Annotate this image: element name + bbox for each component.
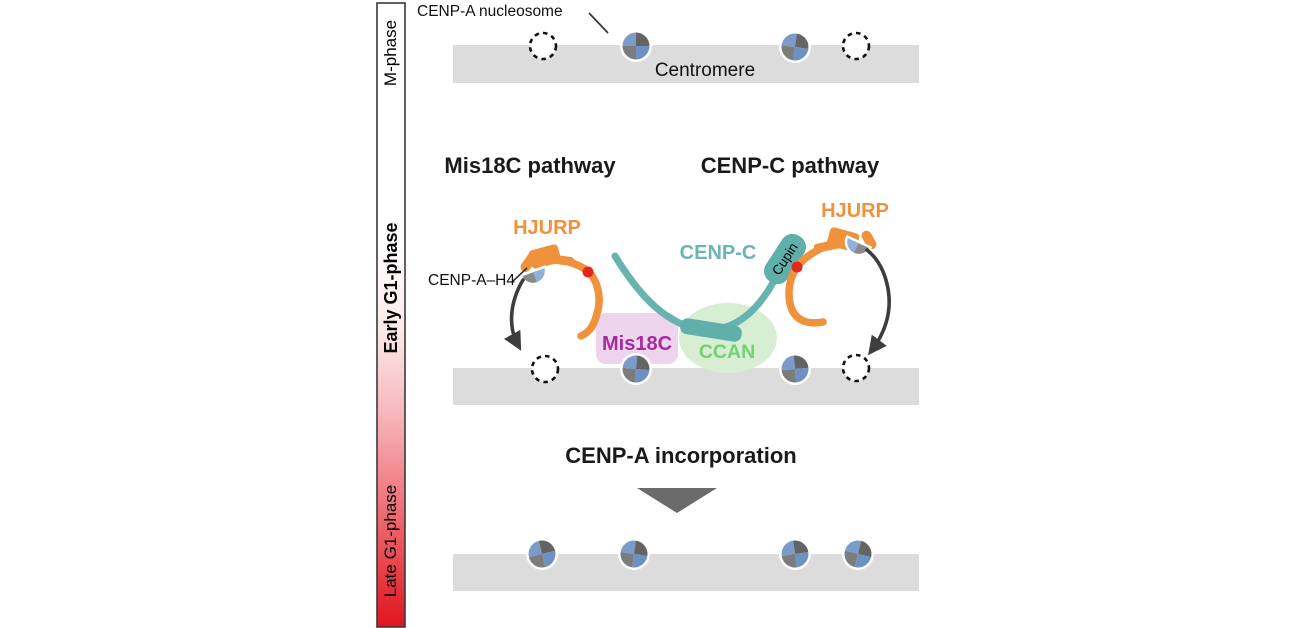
hjurp-tail-left: [547, 254, 603, 340]
cell-cycle-phase-bar: M-phase Early G1-phase Late G1-phase: [376, 2, 406, 628]
m-phase-row: CENP-A nucleosome Centromere: [417, 3, 919, 83]
hjurp-label-left: HJURP: [513, 217, 581, 239]
mis18c-complex-box: [596, 313, 678, 364]
red-interaction-dot-right: [791, 261, 803, 273]
centromere-label: Centromere: [655, 60, 755, 81]
deposition-arrow-right: [865, 248, 891, 356]
cenpa-nucleosome-callout-label: CENP-A nucleosome: [417, 3, 563, 20]
hjurp-tail-right: [785, 238, 839, 327]
cenpc-ccan-binding-motif: [680, 318, 742, 342]
cenpc-label: CENP-C: [680, 242, 757, 264]
red-interaction-dot-left: [582, 266, 594, 278]
empty-slot: [841, 353, 871, 383]
down-triangle-arrow: [637, 488, 717, 513]
phase-gradient-bar: [376, 2, 406, 628]
late-g1-row: [453, 534, 919, 591]
mis18c-pathway-title: Mis18C pathway: [444, 153, 616, 178]
phase-label-m-phase: M-phase: [381, 20, 400, 86]
phase-label-early-g1: Early G1-phase: [381, 222, 401, 353]
empty-slot: [841, 31, 871, 61]
empty-slot: [530, 354, 560, 384]
centromere-bar-early-g1: [453, 368, 919, 405]
hjurp-label-right: HJURP: [821, 200, 889, 222]
cenpa-h4-pointer-line: [511, 267, 528, 283]
cenpa-nucleosome: [620, 30, 652, 62]
mis18c-label: Mis18C: [602, 333, 672, 355]
phase-label-late-g1: Late G1-phase: [381, 485, 400, 597]
empty-slot: [528, 31, 558, 61]
incorporation-title: CENP-A incorporation: [565, 443, 796, 468]
incorporation-section: CENP-A incorporation: [565, 443, 797, 513]
cenpc-pathway-title: CENP-C pathway: [701, 153, 880, 178]
deposition-arrow-left: [503, 278, 525, 351]
hjurp-protein-left: [520, 244, 575, 272]
ccan-label: CCAN: [699, 341, 755, 363]
cenpa-h4-label: CENP-A–H4: [428, 272, 515, 289]
callout-pointer-line: [588, 12, 609, 34]
early-g1-row: Mis18C pathway CENP-C pathway Cupin: [428, 153, 919, 405]
